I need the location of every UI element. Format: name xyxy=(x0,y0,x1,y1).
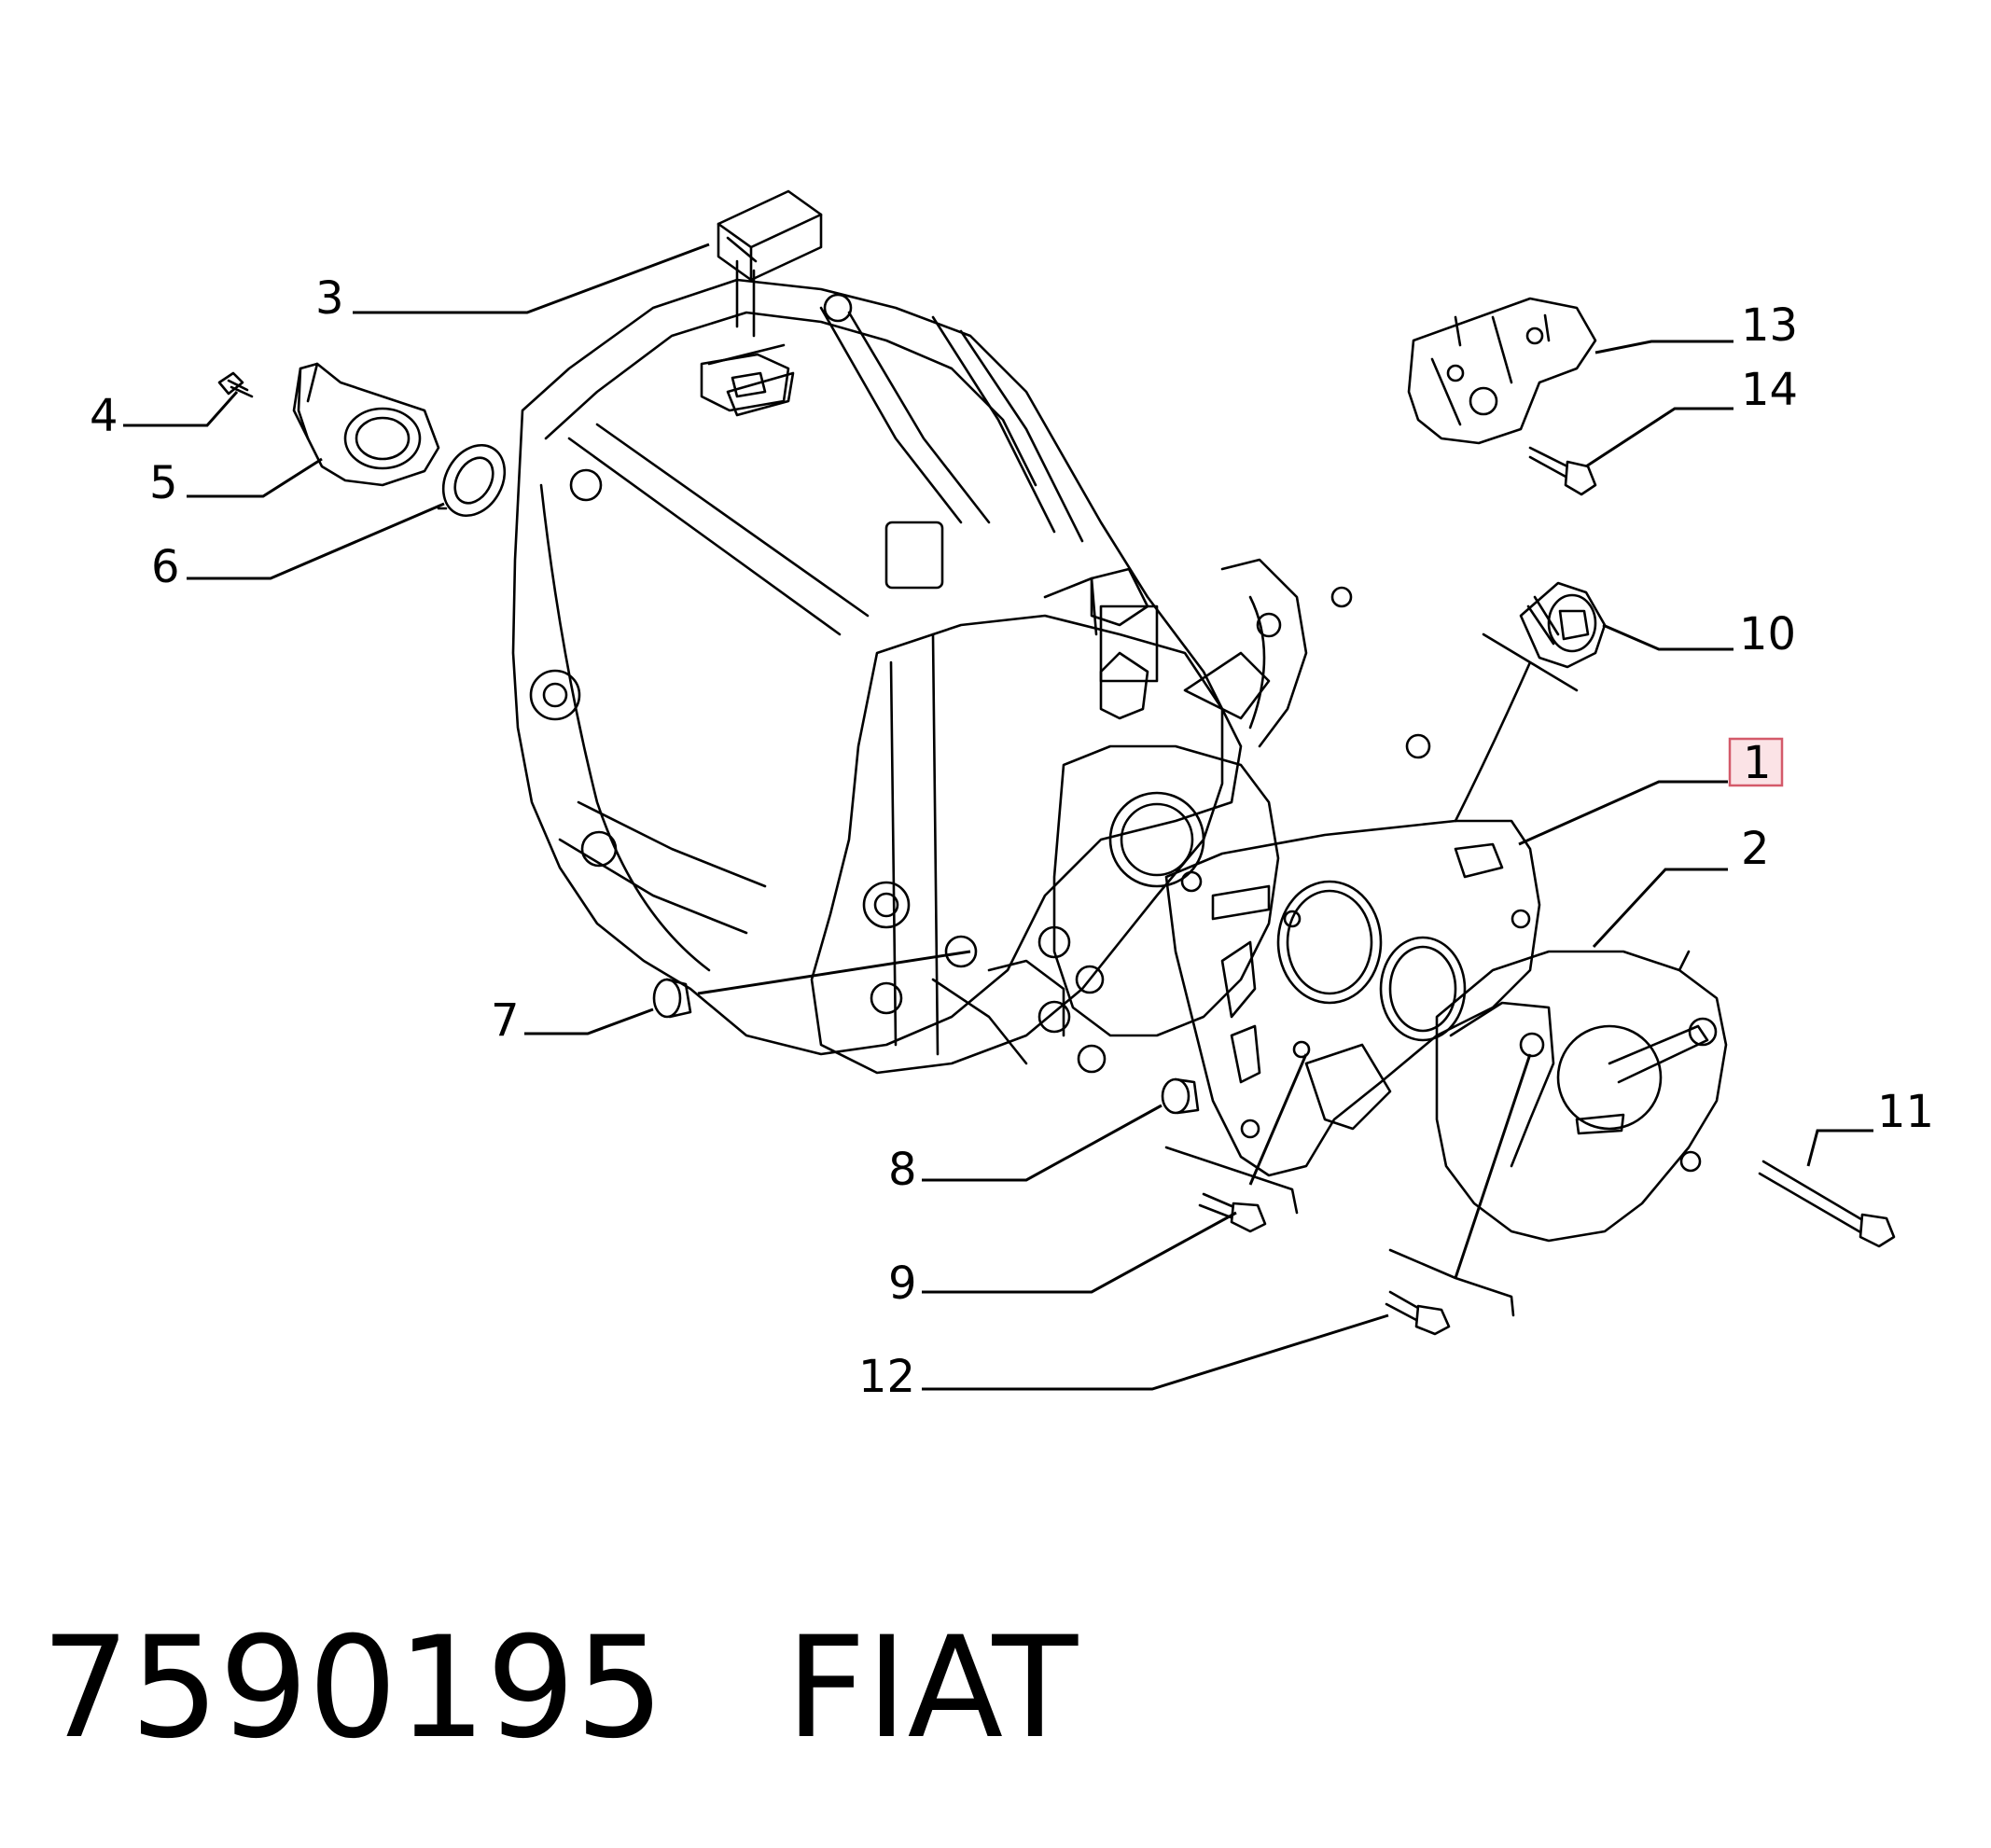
leader-lines xyxy=(123,243,1873,1391)
callout-2: 2 xyxy=(1741,823,1770,875)
part-12-bolt xyxy=(1385,1248,1515,1336)
part-11-bolt xyxy=(1758,1160,1896,1248)
part-8-plug xyxy=(1161,1077,1200,1115)
leader-3 xyxy=(353,243,710,314)
part-5-bearing-cap xyxy=(292,362,440,487)
leader-9 xyxy=(922,1211,1237,1294)
part-7-plug xyxy=(652,978,692,1019)
callout-9: 9 xyxy=(888,1257,917,1310)
brand-name: FIAT xyxy=(786,1607,1079,1770)
leader-5 xyxy=(187,457,323,498)
leader-9b xyxy=(1248,1053,1308,1186)
part-10-leader-arc xyxy=(1454,632,1579,823)
leader-1 xyxy=(1518,780,1728,846)
leader-2 xyxy=(1592,868,1728,949)
part-4-screw xyxy=(217,371,254,398)
part-13-bracket xyxy=(1407,297,1597,445)
callout-4: 4 xyxy=(90,390,118,442)
leader-6 xyxy=(187,502,445,580)
part-2-rear-cover xyxy=(1435,950,1728,1243)
part-9-bolt xyxy=(1164,1146,1299,1233)
callout-5: 5 xyxy=(149,457,178,509)
part-14-bolt xyxy=(1528,446,1597,496)
callout-8: 8 xyxy=(888,1144,917,1196)
leader-7b xyxy=(697,950,971,995)
leader-12 xyxy=(922,1313,1389,1391)
leader-14 xyxy=(1585,407,1733,468)
callout-13: 13 xyxy=(1741,299,1798,352)
leader-7 xyxy=(524,1007,654,1035)
leader-11 xyxy=(1806,1129,1873,1167)
part-6-seal xyxy=(437,443,507,518)
callout-3: 3 xyxy=(315,272,344,325)
callout-6: 6 xyxy=(151,541,180,593)
leader-13 xyxy=(1594,340,1733,354)
part-3-rubber-pad xyxy=(707,189,823,417)
callout-12: 12 xyxy=(858,1351,915,1403)
transmission-housing xyxy=(511,278,1431,1075)
callout-7: 7 xyxy=(491,994,520,1047)
leader-10 xyxy=(1602,623,1733,651)
callout-1-highlight xyxy=(1728,737,1784,787)
callout-10: 10 xyxy=(1739,608,1796,660)
callout-14: 14 xyxy=(1741,364,1798,416)
leader-4 xyxy=(123,391,239,427)
callout-labels: 1 2 3 4 5 6 7 8 9 10 11 12 13 14 xyxy=(90,272,1934,1403)
callout-11: 11 xyxy=(1877,1086,1934,1138)
leader-12b xyxy=(1454,1053,1532,1279)
part-number: 7590195 xyxy=(41,1607,665,1770)
callout-1: 1 xyxy=(1743,737,1772,789)
part-10-plug xyxy=(1519,581,1607,669)
leader-8 xyxy=(922,1104,1163,1182)
